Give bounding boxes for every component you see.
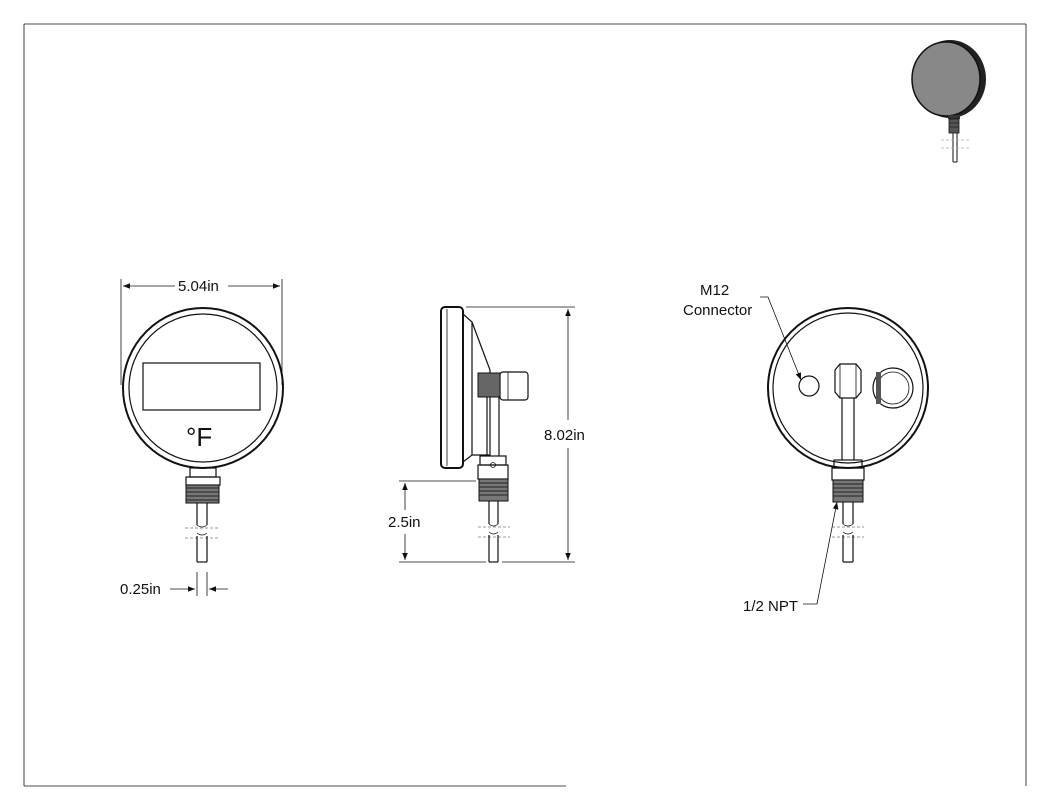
stem-length-dimension: 2.5in xyxy=(388,480,486,563)
display-window xyxy=(142,362,261,411)
side-view xyxy=(440,306,529,563)
height-label: 8.02in xyxy=(544,427,585,444)
unit-symbol: °F xyxy=(186,422,212,452)
back-thread xyxy=(832,479,864,503)
connector-callout: M12 Connector xyxy=(683,282,802,381)
connector-label-line2: Connector xyxy=(683,302,752,319)
m12-connector xyxy=(798,375,820,397)
thread-callout: 1/2 NPT xyxy=(743,501,839,615)
side-thread xyxy=(478,478,509,502)
front-thread xyxy=(185,484,220,504)
height-dimension: 8.02in xyxy=(466,306,585,563)
stem-diameter-dimension: 0.25in xyxy=(120,572,228,598)
stem-diameter-label: 0.25in xyxy=(120,581,161,598)
stem-length-label: 2.5in xyxy=(388,514,421,531)
front-view: °F xyxy=(122,307,284,563)
sheet-border xyxy=(23,23,1027,787)
width-label: 5.04in xyxy=(178,278,219,295)
back-view xyxy=(767,307,929,563)
connector-label-line1: M12 xyxy=(700,282,729,299)
thread-label: 1/2 NPT xyxy=(743,598,798,615)
isometric-thumbnail xyxy=(911,40,986,163)
width-dimension: 5.04in xyxy=(120,278,283,385)
